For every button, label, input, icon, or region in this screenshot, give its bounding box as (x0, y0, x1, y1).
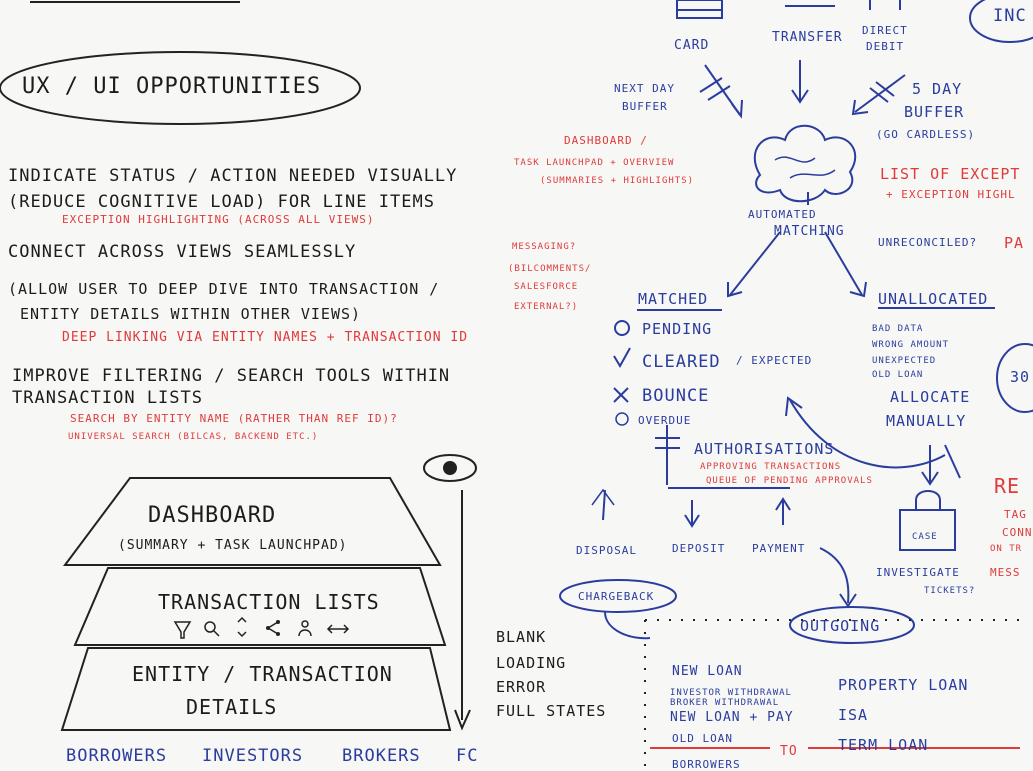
layer-entity-details-2: DETAILS (186, 695, 278, 719)
auto-matching-2: MATCHING (774, 224, 845, 239)
unreconciled: UNRECONCILED? (878, 236, 978, 249)
loan-item: BROKER WITHDRAWAL (670, 698, 780, 708)
unallocated-item: WRONG AMOUNT (872, 340, 950, 350)
loan-item: INVESTOR WITHDRAWAL (670, 688, 792, 698)
state-label: ERROR (496, 678, 547, 696)
chargeback: CHARGEBACK (578, 590, 655, 603)
item-line: CONNECT ACROSS VIEWS SEAMLESSLY (8, 242, 357, 262)
case-label: CASE (912, 532, 938, 542)
investigate: INVESTIGATE (876, 566, 960, 579)
dashboard-note: DASHBOARD / (564, 134, 648, 147)
unallocated-item: BAD DATA (872, 324, 924, 334)
note: DEEP LINKING VIA ENTITY NAMES + TRANSACT… (62, 330, 469, 345)
source-debit: DEBIT (866, 40, 905, 53)
state-label: BLANK (496, 628, 547, 646)
auth-note: APPROVING TRANSACTIONS (700, 462, 842, 472)
exceptions-note: + EXCEPTION HIGHL (886, 188, 1016, 201)
thirty-label: 30 (1010, 368, 1031, 386)
tickets: TICKETS? (924, 586, 976, 596)
item-line: (ALLOW USER TO DEEP DIVE INTO TRANSACTIO… (8, 280, 440, 298)
loan-item: NEW LOAN + PAY (670, 710, 794, 725)
status-overdue: OVERDUE (638, 414, 692, 427)
note: EXCEPTION HIGHLIGHTING (ACROSS ALL VIEWS… (62, 213, 375, 226)
status-cleared: CLEARED (642, 352, 721, 372)
title: UX / UI OPPORTUNITIES (22, 74, 322, 99)
re-note: CONN (1002, 526, 1033, 539)
note: SEARCH BY ENTITY NAME (RATHER THAN REF I… (70, 412, 398, 425)
layer-transaction-lists: TRANSACTION LISTS (158, 590, 380, 614)
entity-label: BROKERS (342, 746, 421, 766)
dashboard-note: (SUMMARIES + HIGHLIGHTS) (540, 176, 695, 186)
unallocated-item: UNEXPECTED (872, 356, 937, 366)
item-line: IMPROVE FILTERING / SEARCH TOOLS WITHIN (12, 366, 451, 386)
item-line: ENTITY DETAILS WITHIN OTHER VIEWS) (20, 305, 362, 323)
re-note: MESS (990, 566, 1021, 579)
deposit: DEPOSIT (672, 542, 726, 555)
item-line: (REDUCE COGNITIVE LOAD) FOR LINE ITEMS (8, 192, 435, 212)
entity-label: INVESTORS (202, 746, 304, 766)
auth-note: QUEUE OF PENDING APPROVALS (706, 476, 873, 486)
matched-heading: MATCHED (638, 290, 709, 308)
loan-item: TERM LOAN (838, 736, 929, 754)
layer-dashboard: DASHBOARD (148, 503, 277, 528)
exceptions-note: LIST OF EXCEPT (880, 165, 1021, 183)
go-cardless: (GO CARDLESS) (876, 128, 976, 141)
inc-label: INC (993, 6, 1027, 26)
loan-item: OLD LOAN (672, 732, 733, 745)
source-direct: DIRECT (862, 24, 908, 37)
five-day-buffer: BUFFER (904, 103, 965, 121)
layer-entity-details: ENTITY / TRANSACTION (132, 662, 393, 686)
item-line: TRANSACTION LISTS (12, 388, 203, 408)
outgoing: OUTGOING (800, 617, 881, 635)
note: UNIVERSAL SEARCH (BILCAS, BACKEND ETC.) (68, 432, 319, 442)
source-transfer: TRANSFER (772, 30, 843, 45)
loan-item: BORROWERS (672, 758, 741, 771)
item-line: INDICATE STATUS / ACTION NEEDED VISUALLY (8, 166, 458, 186)
state-label: FULL STATES (496, 702, 607, 720)
layer-dashboard-sub: (SUMMARY + TASK LAUNCHPAD) (118, 538, 348, 553)
re-note: TAG (1004, 508, 1027, 521)
state-label: LOADING (496, 654, 567, 672)
entity-label: FC (456, 746, 479, 766)
allocate-manually: MANUALLY (886, 412, 967, 430)
pa-note: PA (1004, 234, 1025, 252)
messaging-note: (BILCOMMENTS/ (508, 264, 592, 274)
next-day-buffer: BUFFER (622, 100, 668, 113)
to-label: TO (780, 744, 798, 759)
unallocated-heading: UNALLOCATED (878, 290, 989, 308)
payment: PAYMENT (752, 542, 806, 555)
disposal: DISPOSAL (576, 544, 637, 557)
loan-item: ISA (838, 706, 869, 724)
messaging-note: EXTERNAL?) (514, 302, 579, 312)
entity-label: BORROWERS (66, 746, 168, 766)
loan-item: PROPERTY LOAN (838, 676, 969, 694)
five-day: 5 DAY (912, 80, 963, 98)
messaging-note: MESSAGING? (512, 242, 577, 252)
status-bounce: BOUNCE (642, 386, 710, 406)
authorisations: AUTHORISATIONS (694, 440, 835, 458)
unallocated-item: OLD LOAN (872, 370, 924, 380)
dashboard-note: TASK LAUNCHPAD + OVERVIEW (514, 158, 675, 168)
auto-matching: AUTOMATED (748, 208, 817, 221)
source-card: CARD (674, 38, 710, 53)
loan-item: NEW LOAN (672, 664, 743, 679)
messaging-note: SALESFORCE (514, 282, 579, 292)
re-label: RE (994, 474, 1021, 498)
allocate: ALLOCATE (890, 388, 971, 406)
re-note: ON TR (990, 544, 1023, 554)
status-expected: / EXPECTED (736, 354, 813, 367)
next-day: NEXT DAY (614, 82, 675, 95)
status-pending: PENDING (642, 320, 713, 338)
